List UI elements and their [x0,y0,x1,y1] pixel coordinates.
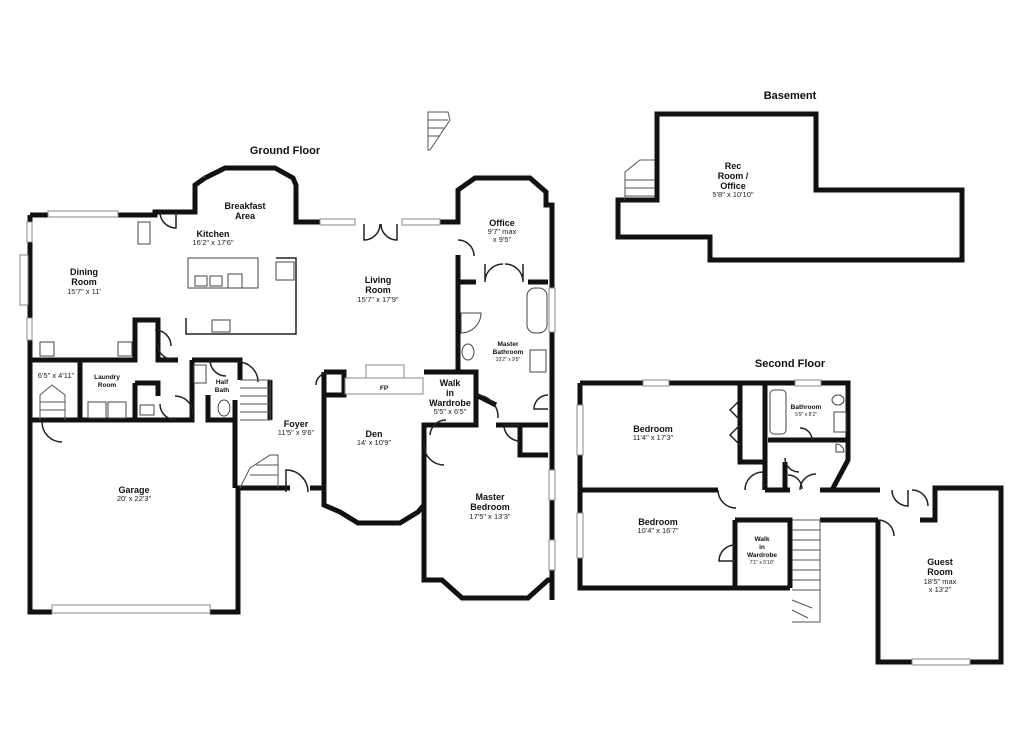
ground-floor-title: Ground Floor [250,145,321,157]
den-label: Den [365,429,382,439]
second-floor-title: Second Floor [755,358,826,370]
walk-in-2-label-2: in [759,544,765,551]
laundry-label-2: Room [98,382,117,389]
foyer-dim: 11'5" x 9'6" [278,428,315,437]
rec-room-label-2: Room / [718,171,749,181]
walk-in-label-2: in [446,388,454,398]
kitchen-fixtures [137,221,297,335]
master-bedroom-label-1: Master [475,492,505,502]
guest-room-label-2: Room [927,567,953,577]
bathroom-2-dim: 5'9" x 8'2" [795,412,817,418]
living-dim: 15'7" x 17'9" [357,295,398,304]
bedroom-2-label: Bedroom [638,517,678,527]
living-label-2: Room [365,285,391,295]
walk-in-2-label-1: Walk [755,536,770,543]
ground-floor-windows [19,210,556,614]
ground-floor-doors [41,211,549,493]
kitchen-dim: 16'2" x 17'6" [192,238,233,247]
guest-room-dim-1: 18'5" max [924,577,957,586]
rec-room-label-1: Rec [725,161,742,171]
dining-label-2: Room [71,277,97,287]
guest-room-label-1: Guest [927,557,953,567]
breakfast-label-1: Breakfast [224,201,265,211]
office-dim-2: x 9'5" [493,235,512,244]
basement-title: Basement [764,90,817,102]
living-label-1: Living [365,275,392,285]
bedroom-1-dim: 11'4" x 17'3" [633,433,674,442]
fireplace-label: FP [380,385,389,392]
office-label: Office [489,218,515,228]
rec-room-label-3: Office [720,181,746,191]
dining-dim: 15'7" x 11' [67,287,101,296]
master-bath-label-1: Master [498,341,519,348]
office-dim-1: 9'7" max [488,227,517,236]
guest-room-dim-2: x 13'2" [929,585,952,594]
walk-in-label-3: Wardrobe [429,398,471,408]
garage-label: Garage [118,485,149,495]
room-labels: Breakfast Area Kitchen 16'2" x 17'6" Din… [38,161,957,594]
bathroom-2-label: Bathroom [791,404,822,411]
master-bedroom-label-2: Bedroom [470,502,510,512]
foyer-label: Foyer [284,419,309,429]
kitchen-label: Kitchen [196,229,229,239]
second-floor-stairs [791,519,821,623]
breakfast-label-2: Area [235,211,256,221]
ground-stairs [39,111,451,489]
walk-in-2-dim: 7'1" x 5'10" [750,560,775,566]
half-bath-label-1: Half [216,379,229,386]
basement-walls [615,111,965,263]
bedroom-1-label: Bedroom [633,424,673,434]
laundry-fixtures [39,341,231,419]
walk-in-dim: 5'5" x 6'5" [434,407,467,416]
ground-floor-walls [27,165,555,615]
garage-dim: 20' x 22'3" [117,494,152,503]
second-floor-doors [717,427,929,562]
stair-nook-dim: 6'5" x 4'11" [38,371,75,380]
walk-in-2-label-3: Wardrobe [747,552,777,559]
den-dim: 14' x 10'9" [357,438,392,447]
master-bedroom-dim: 17'5" x 13'3" [469,512,510,521]
bedroom-2-dim: 10'4" x 16'7" [637,526,678,535]
second-floor-fixtures [728,389,847,453]
master-bath-dim: 10'2" x 9'5" [496,357,521,363]
dining-label-1: Dining [70,267,98,277]
second-floor-windows [576,379,971,666]
half-bath-label-2: Bath [215,387,229,394]
floor-titles: Ground Floor Basement Second Floor [250,90,826,370]
rec-room-dim: 5'8" x 10'10" [712,190,753,199]
master-bath-fixtures [460,287,548,373]
master-bath-label-2: Bathroom [493,349,524,356]
walk-in-label-1: Walk [440,378,462,388]
laundry-label-1: Laundry [94,374,120,381]
